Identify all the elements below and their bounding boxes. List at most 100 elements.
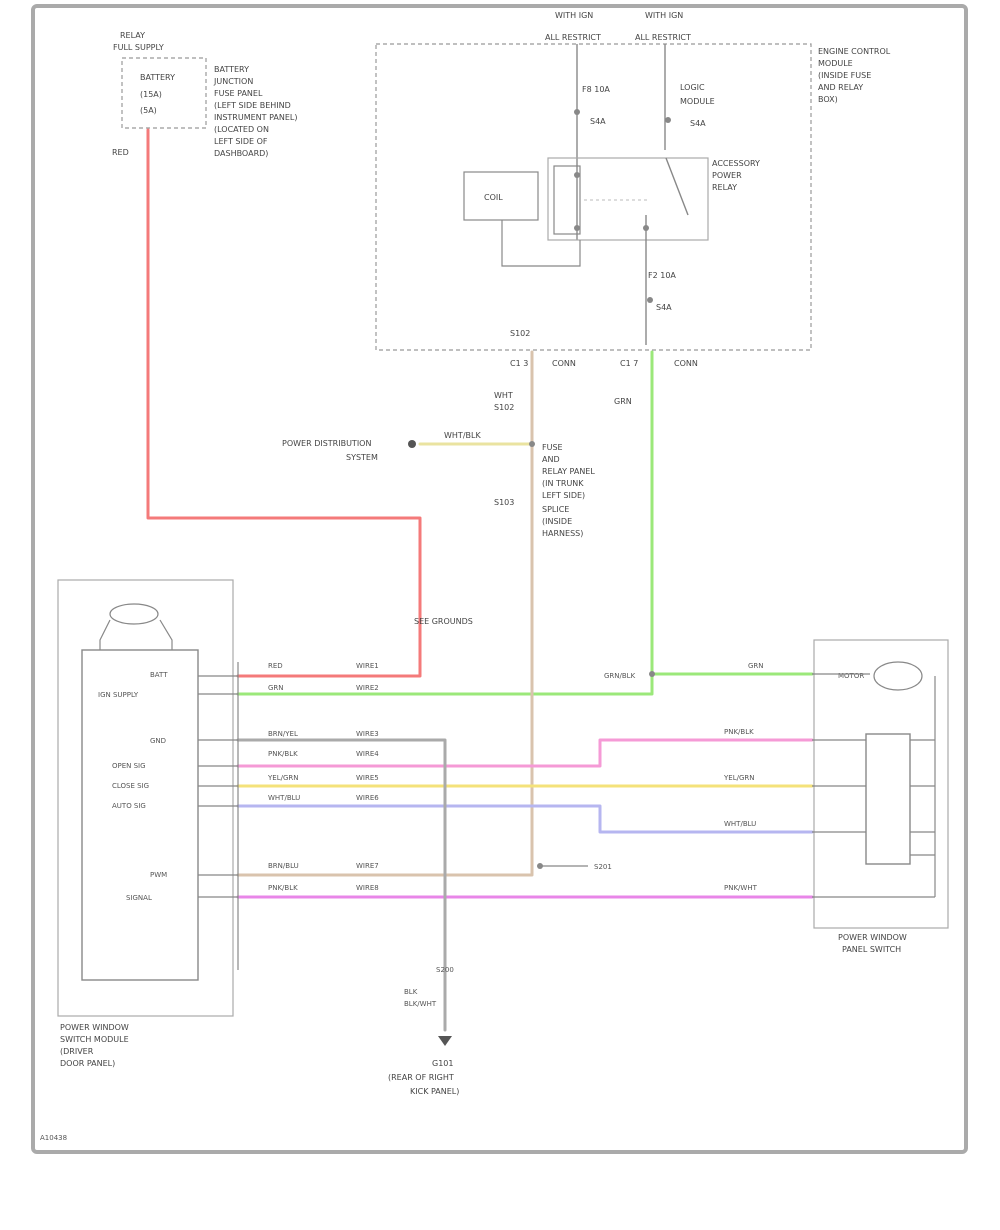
top-fuse-label-2: FULL SUPPLY [113, 43, 164, 52]
relay-bottom-pin-desc-2: CONN [674, 359, 698, 368]
relay-pin-top-label: S102 [510, 329, 530, 338]
right-wire-label-2: YEL/GRN [723, 774, 754, 782]
power-label-2: WITH IGN [645, 11, 683, 20]
left-module-name-3: DOOR PANEL) [60, 1059, 115, 1068]
ground-left-label-2: SYSTEM [346, 453, 378, 462]
relay-lower-fuse-1: S4A [656, 303, 672, 312]
top-fuse-desc-0: BATTERY [214, 65, 249, 74]
wire-code-4a: YEL/GRN [267, 774, 298, 782]
wire-ground [236, 738, 447, 1032]
left-pin-1: IGN SUPPLY [98, 691, 139, 699]
wire-code-0a: RED [268, 662, 283, 670]
relay-name-0: ACCESSORY [712, 159, 760, 168]
wire-code-3b: WIRE4 [356, 750, 379, 758]
right-module: MOTOR POWER WINDOW PANEL SWITCH [812, 639, 949, 954]
right-wire-label-3: WHT/BLU [724, 820, 756, 828]
relay-lower-fuse-0: F2 10A [648, 271, 676, 280]
top-red-wire-label: RED [112, 148, 129, 157]
left-module-name-2: (DRIVER [60, 1047, 94, 1056]
relay-fuse-right-2: S4A [690, 119, 706, 128]
left-wire-codes: RED WIRE1 GRN WIRE2 BRN/YEL WIRE3 PNK/BL… [267, 662, 379, 892]
left-module-name-0: POWER WINDOW [60, 1023, 129, 1032]
relay-fuse-left-1: S4A [590, 117, 606, 126]
wire-code-7a: PNK/BLK [268, 884, 298, 892]
left-pin-0: BATT [150, 671, 168, 679]
splice-desc-4: LEFT SIDE) [542, 491, 585, 500]
splice-desc-0: FUSE [542, 443, 563, 452]
right-wire-label-1: PNK/BLK [724, 728, 754, 736]
relay-bottom-pin-1: C1 3 [510, 359, 528, 368]
splice-desc-1: AND [542, 455, 560, 464]
ground-bottom-splice: S200 [436, 966, 454, 974]
left-pin-6: PWM [150, 871, 167, 879]
ground-icon [438, 1036, 452, 1046]
top-fuse-label-1: RELAY [120, 31, 145, 40]
relay-name-2: RELAY [712, 183, 737, 192]
splice-desc-3: (IN TRUNK [542, 479, 584, 488]
relay-body [547, 157, 709, 241]
splice2-desc-2: HARNESS) [542, 529, 583, 538]
left-module: BATT IGN SUPPLY GND OPEN SIG CLOSE SIG A… [57, 579, 234, 1068]
left-pin-4: CLOSE SIG [112, 782, 149, 790]
relay-box-desc-4: BOX) [818, 95, 838, 104]
wire-code-2a: BRN/YEL [268, 730, 298, 738]
ground-bottom-wire-1: BLK/WHT [404, 1000, 437, 1008]
relay-fuse-right-0: LOGIC [680, 83, 705, 92]
top-fuse-desc-2: FUSE PANEL [214, 89, 263, 98]
relay-box-desc-0: ENGINE CONTROL [818, 47, 891, 56]
wire-code-6b: WIRE7 [356, 862, 379, 870]
relay-bottom-pin-2: C1 7 [620, 359, 638, 368]
ground-bottom-1: (REAR OF RIGHT [388, 1073, 454, 1082]
splice2-desc-1: (INSIDE [542, 517, 572, 526]
right-module-motor-icon [873, 661, 923, 691]
top-fuse-desc-1: JUNCTION [213, 77, 253, 86]
wire-blue [236, 804, 814, 834]
wire-code-2b: WIRE3 [356, 730, 379, 738]
diagram-frame [31, 4, 968, 1154]
relay-coil [463, 171, 539, 221]
right-wire-label-4: PNK/WHT [724, 884, 758, 892]
mid-note: SEE GROUNDS [414, 617, 473, 626]
top-fuse-block: RELAY FULL SUPPLY BATTERY (15A) (5A) BAT… [112, 31, 298, 158]
splice2-desc-0: SPLICE [542, 505, 569, 514]
right-wire-label-0: GRN [748, 662, 764, 670]
relay-block: WITH IGN WITH IGN ALL RESTRICT ALL RESTR… [375, 11, 891, 368]
left-module-name-1: SWITCH MODULE [60, 1035, 129, 1044]
wire-red [146, 128, 422, 678]
top-fuse-desc-3: (LEFT SIDE BEHIND [214, 101, 291, 110]
relay-name-1: POWER [712, 171, 742, 180]
ground-left-label: POWER DISTRIBUTION [282, 439, 371, 448]
left-module-motor-icon [109, 603, 159, 625]
left-pin-2: GND [150, 737, 166, 745]
relay-bottom-pin-desc-1: CONN [552, 359, 576, 368]
splice-desc-2: RELAY PANEL [542, 467, 595, 476]
left-pin-5: AUTO SIG [112, 802, 146, 810]
relay-box [375, 43, 812, 351]
relay-fuse-left-0: F8 10A [582, 85, 610, 94]
mid-wire-label-1: WHT [494, 391, 513, 400]
top-fuse-desc-6: LEFT SIDE OF [214, 137, 268, 146]
left-connector-ticks [198, 662, 239, 970]
power-label-1: WITH IGN [555, 11, 593, 20]
ground-bottom-0: G101 [432, 1059, 453, 1068]
left-pin-7: SIGNAL [126, 894, 152, 902]
relay-box-desc-2: (INSIDE FUSE [818, 71, 871, 80]
wire-pink [236, 738, 814, 768]
ground-bottom-2: KICK PANEL) [410, 1087, 459, 1096]
ground-bottom: S200 BLK BLK/WHT G101 (REAR OF RIGHT KIC… [388, 966, 459, 1096]
mid-wire-label-2: GRN [614, 397, 632, 406]
relay-fuse-right-1: MODULE [680, 97, 715, 106]
top-fuse-line-3: (5A) [140, 106, 157, 115]
top-fuse-desc-4: INSTRUMENT PANEL) [214, 113, 298, 122]
wire-code-4b: WIRE5 [356, 774, 379, 782]
footer-code: A10438 [40, 1134, 67, 1142]
power-sub-2: ALL RESTRICT [635, 33, 691, 42]
left-pin-3: OPEN SIG [112, 762, 146, 770]
wire-code-1a: GRN [268, 684, 284, 692]
relay-box-desc-1: MODULE [818, 59, 853, 68]
ground-bottom-wire-0: BLK [404, 988, 418, 996]
wire-code-6a: BRN/BLU [268, 862, 299, 870]
wire-code-5b: WIRE6 [356, 794, 379, 802]
ground-left-icon [408, 440, 416, 448]
